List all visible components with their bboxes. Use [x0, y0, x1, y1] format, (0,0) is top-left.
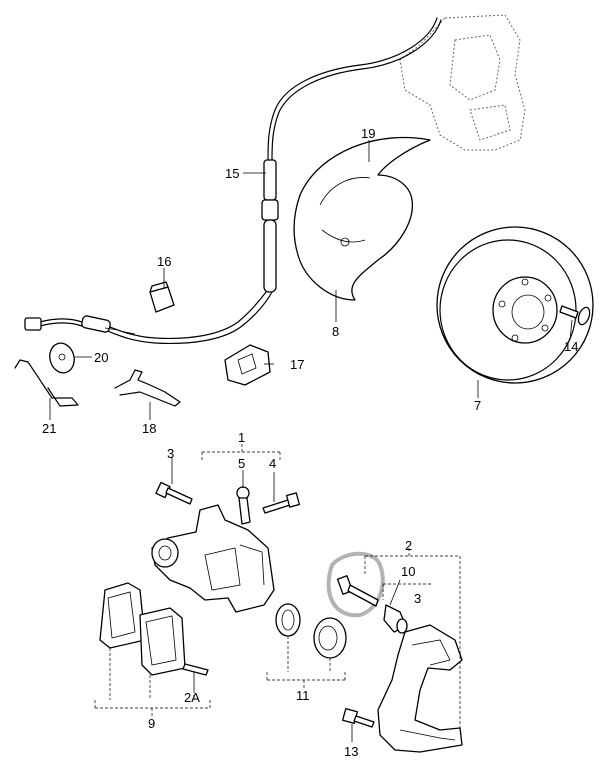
- label-18: 18: [142, 421, 156, 436]
- label-19: 19: [361, 126, 375, 141]
- label-11: 11: [296, 688, 310, 703]
- label-5: 5: [238, 456, 245, 471]
- holder-17: [224, 344, 271, 386]
- caliper-carrier: [377, 624, 463, 753]
- label-9: 9: [148, 716, 155, 731]
- label-10: 10: [401, 564, 415, 579]
- label-13: 13: [344, 744, 358, 759]
- label-16: 16: [157, 254, 171, 269]
- brake-pads: [99, 582, 186, 676]
- label-15: 15: [225, 166, 239, 181]
- guide-bolt-10: [326, 551, 385, 618]
- caliper-body: [151, 504, 275, 613]
- label-4: 4: [269, 456, 276, 471]
- label-7: 7: [474, 398, 481, 413]
- label-20: 20: [94, 350, 108, 365]
- spring-18: [114, 369, 181, 407]
- brackets: [94, 444, 461, 728]
- label-17: 17: [290, 357, 304, 372]
- label-8: 8: [332, 324, 339, 339]
- clip-16: [149, 281, 175, 313]
- holder-20: [49, 342, 75, 374]
- ghost-caliper: [399, 14, 526, 151]
- label-2: 2: [405, 538, 412, 553]
- brake-disc: [436, 226, 594, 384]
- part-labels: 15 16 17 19 8 7 14 20 21 18 1 3 5 4 2 10…: [42, 126, 578, 759]
- bolt-4: [262, 492, 301, 514]
- label-1: 1: [238, 430, 245, 445]
- screw-14: [559, 305, 591, 326]
- spring-21: [14, 359, 79, 407]
- label-2a: 2A: [184, 690, 200, 705]
- sleeve-3b: [383, 604, 408, 634]
- bolt-13: [342, 708, 375, 728]
- label-14: 14: [564, 339, 578, 354]
- label-21: 21: [42, 421, 56, 436]
- bleeder-5: [236, 486, 251, 525]
- label-3b: 3: [414, 591, 421, 606]
- splash-shield: [293, 136, 431, 301]
- label-3a: 3: [167, 446, 174, 461]
- bolt-3a: [155, 481, 193, 505]
- sensor-cable: [24, 17, 442, 344]
- pin-2a: [182, 663, 209, 676]
- piston-seal: [275, 603, 347, 659]
